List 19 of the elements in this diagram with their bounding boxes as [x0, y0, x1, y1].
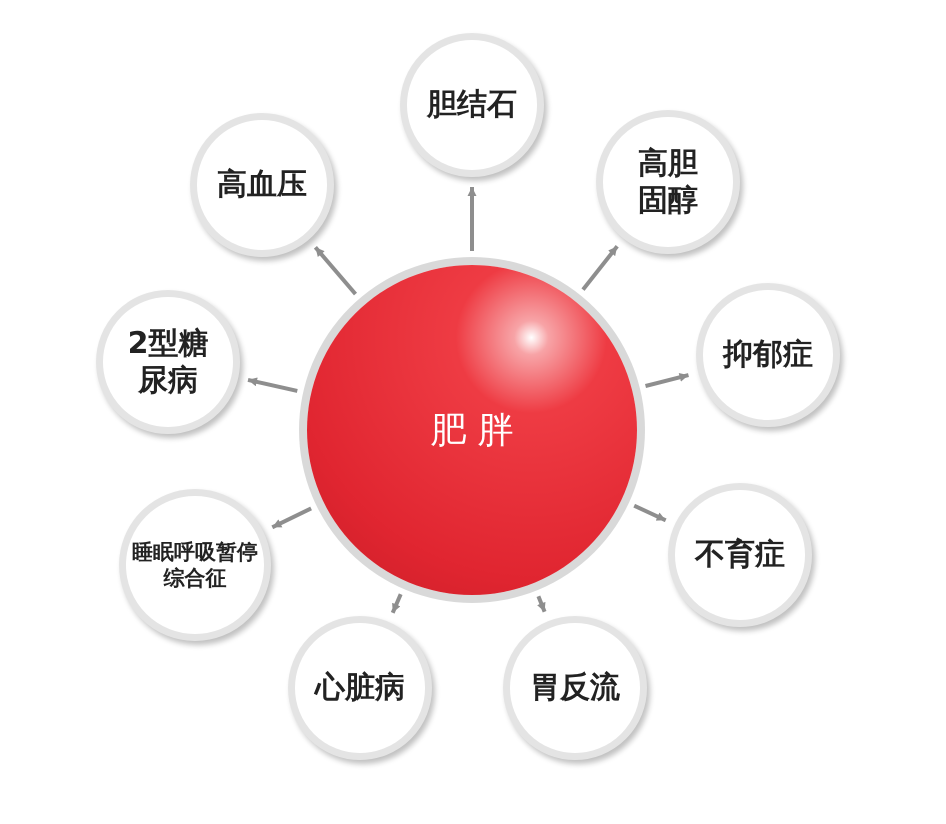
node-label: 高血压 [217, 166, 307, 204]
arrow [645, 372, 689, 388]
arrow [468, 187, 476, 251]
node-label: 2型糖尿病 [126, 324, 210, 400]
arrow [271, 506, 312, 530]
arrow [581, 245, 619, 291]
arrow [314, 246, 358, 296]
node-label: 肥 胖 [430, 408, 514, 452]
node-label: 心脏病 [315, 669, 405, 707]
node-label: 抑郁症 [723, 336, 813, 374]
arrow [248, 377, 298, 393]
node-label: 胃反流 [530, 669, 620, 707]
node-label: 不育症 [695, 536, 785, 574]
arrow [536, 595, 546, 613]
arrow [633, 504, 667, 522]
arrow [390, 593, 403, 614]
node-label: 胆结石 [427, 86, 517, 124]
node-label: 睡眠呼吸暂停综合征 [131, 538, 259, 592]
node-label: 高胆固醇 [637, 144, 699, 220]
